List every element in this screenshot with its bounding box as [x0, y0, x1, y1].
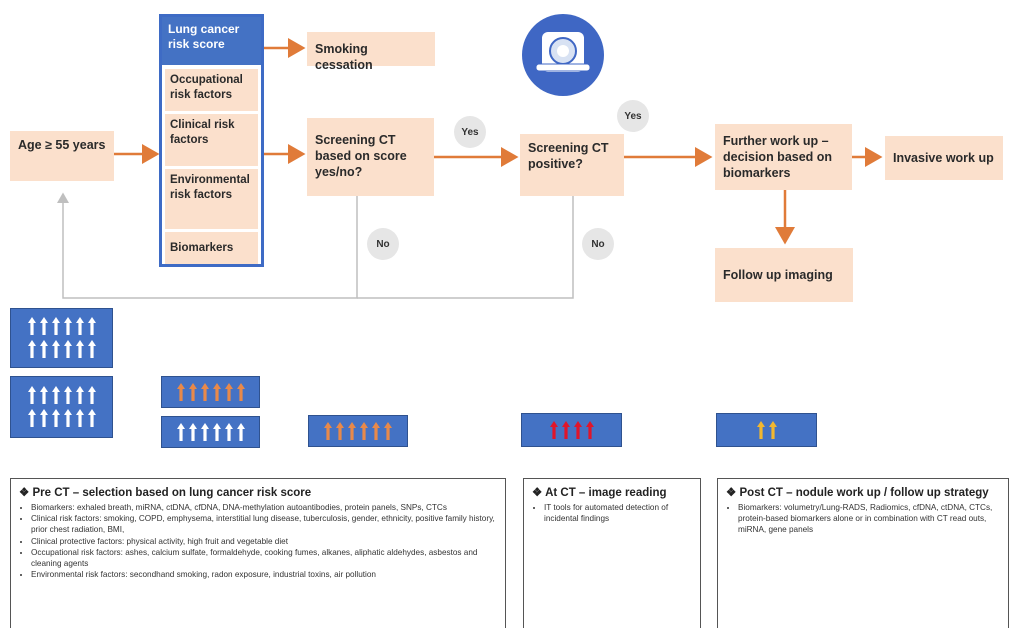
person-icon [224, 423, 233, 441]
person-icon [63, 409, 72, 427]
person-icon [348, 422, 356, 440]
person-icon [188, 423, 197, 441]
age-label: Age ≥ 55 years [18, 138, 106, 152]
person-icon [75, 340, 84, 358]
population-band-orange [161, 376, 260, 408]
no-label-2: No [582, 228, 614, 260]
person-icon [200, 423, 209, 441]
risk-score-column: Lung cancer risk score Occupational risk… [159, 14, 264, 267]
person-icon [51, 409, 60, 427]
person-icon [39, 317, 48, 335]
risk-factor-occupational: Occupational risk factors [165, 69, 258, 111]
person-icon [27, 386, 36, 404]
age-box: Age ≥ 55 years [10, 131, 114, 181]
person-icon [176, 423, 185, 441]
person-icon [75, 409, 84, 427]
person-icon [360, 422, 368, 440]
pre-ct-panel: ❖ Pre CT – selection based on lung cance… [10, 478, 506, 628]
risk-factor-clinical: Clinical risk factors [165, 114, 258, 166]
person-icon [573, 421, 582, 439]
population-band-large-1 [10, 308, 113, 368]
yes-label-2: Yes [617, 100, 649, 132]
person-icon [224, 383, 233, 401]
person-icon [176, 383, 185, 401]
post-ct-panel: ❖ Post CT – nodule work up / follow up s… [717, 478, 1009, 628]
person-icon [188, 383, 197, 401]
risk-score-header: Lung cancer risk score [162, 17, 261, 65]
person-icon [561, 421, 570, 439]
at-ct-item: IT tools for automated detection of inci… [544, 502, 692, 524]
population-band-positive [521, 413, 622, 447]
pre-ct-item: Occupational risk factors: ashes, calciu… [31, 547, 497, 569]
population-band-workup [716, 413, 817, 447]
person-icon [27, 409, 36, 427]
pre-ct-title: ❖ Pre CT – selection based on lung cance… [19, 487, 312, 499]
post-ct-item: Biomarkers: volumetry/Lung-RADS, Radiomi… [738, 502, 1000, 536]
person-icon [372, 422, 380, 440]
at-ct-title-text: At CT – image reading [545, 487, 667, 499]
person-icon [236, 383, 245, 401]
person-icon [212, 383, 221, 401]
person-icon [87, 386, 96, 404]
person-icon [75, 386, 84, 404]
person-icon [51, 386, 60, 404]
person-icon [27, 317, 36, 335]
person-icon [51, 340, 60, 358]
person-icon [200, 383, 209, 401]
risk-factor-biomarkers: Biomarkers [165, 232, 258, 264]
person-icon [87, 409, 96, 427]
pre-ct-title-text: Pre CT – selection based on lung cancer … [32, 487, 312, 499]
population-band-large-2 [10, 376, 113, 438]
follow-up-imaging-box: Follow up imaging [715, 248, 853, 302]
person-icon [756, 421, 765, 439]
person-icon [324, 422, 332, 440]
further-workup-box: Further work up – decision based on biom… [715, 124, 852, 190]
at-ct-list: IT tools for automated detection of inci… [532, 502, 692, 524]
at-ct-panel: ❖ At CT – image reading IT tools for aut… [523, 478, 701, 628]
person-icon [87, 317, 96, 335]
risk-factor-environmental: Environmental risk factors [165, 169, 258, 229]
person-icon [39, 386, 48, 404]
ct-scanner-icon [522, 14, 604, 96]
at-ct-title: ❖ At CT – image reading [532, 487, 667, 499]
person-icon [768, 421, 777, 439]
person-icon [236, 423, 245, 441]
person-icon [39, 340, 48, 358]
post-ct-list: Biomarkers: volumetry/Lung-RADS, Radiomi… [726, 502, 1000, 536]
person-icon [549, 421, 558, 439]
person-icon [585, 421, 594, 439]
post-ct-title-text: Post CT – nodule work up / follow up str… [739, 487, 989, 499]
person-icon [27, 340, 36, 358]
person-icon [63, 340, 72, 358]
loop-negative-ct [357, 196, 574, 299]
population-band-screened [308, 415, 408, 447]
invasive-workup-box: Invasive work up [885, 136, 1003, 180]
pre-ct-item: Biomarkers: exhaled breath, miRNA, ctDNA… [31, 502, 497, 513]
no-label-1: No [367, 228, 399, 260]
person-icon [39, 409, 48, 427]
person-icon [384, 422, 392, 440]
pre-ct-item: Clinical protective factors: physical ac… [31, 536, 497, 547]
ct-positive-box: Screening CT positive? [520, 134, 624, 196]
yes-label-1: Yes [454, 116, 486, 148]
population-band-white [161, 416, 260, 448]
smoking-cessation-box: Smoking cessation [307, 32, 435, 72]
person-icon [63, 317, 72, 335]
loop-no-screening [57, 192, 358, 299]
person-icon [75, 317, 84, 335]
pre-ct-item: Clinical risk factors: smoking, COPD, em… [31, 513, 497, 535]
post-ct-title: ❖ Post CT – nodule work up / follow up s… [726, 487, 989, 499]
screening-ct-box: Screening CT based on score yes/no? [307, 118, 434, 196]
person-icon [87, 340, 96, 358]
pre-ct-list: Biomarkers: exhaled breath, miRNA, ctDNA… [19, 502, 497, 580]
person-icon [51, 317, 60, 335]
person-icon [212, 423, 221, 441]
person-icon [63, 386, 72, 404]
person-icon [336, 422, 344, 440]
pre-ct-item: Environmental risk factors: secondhand s… [31, 569, 497, 580]
